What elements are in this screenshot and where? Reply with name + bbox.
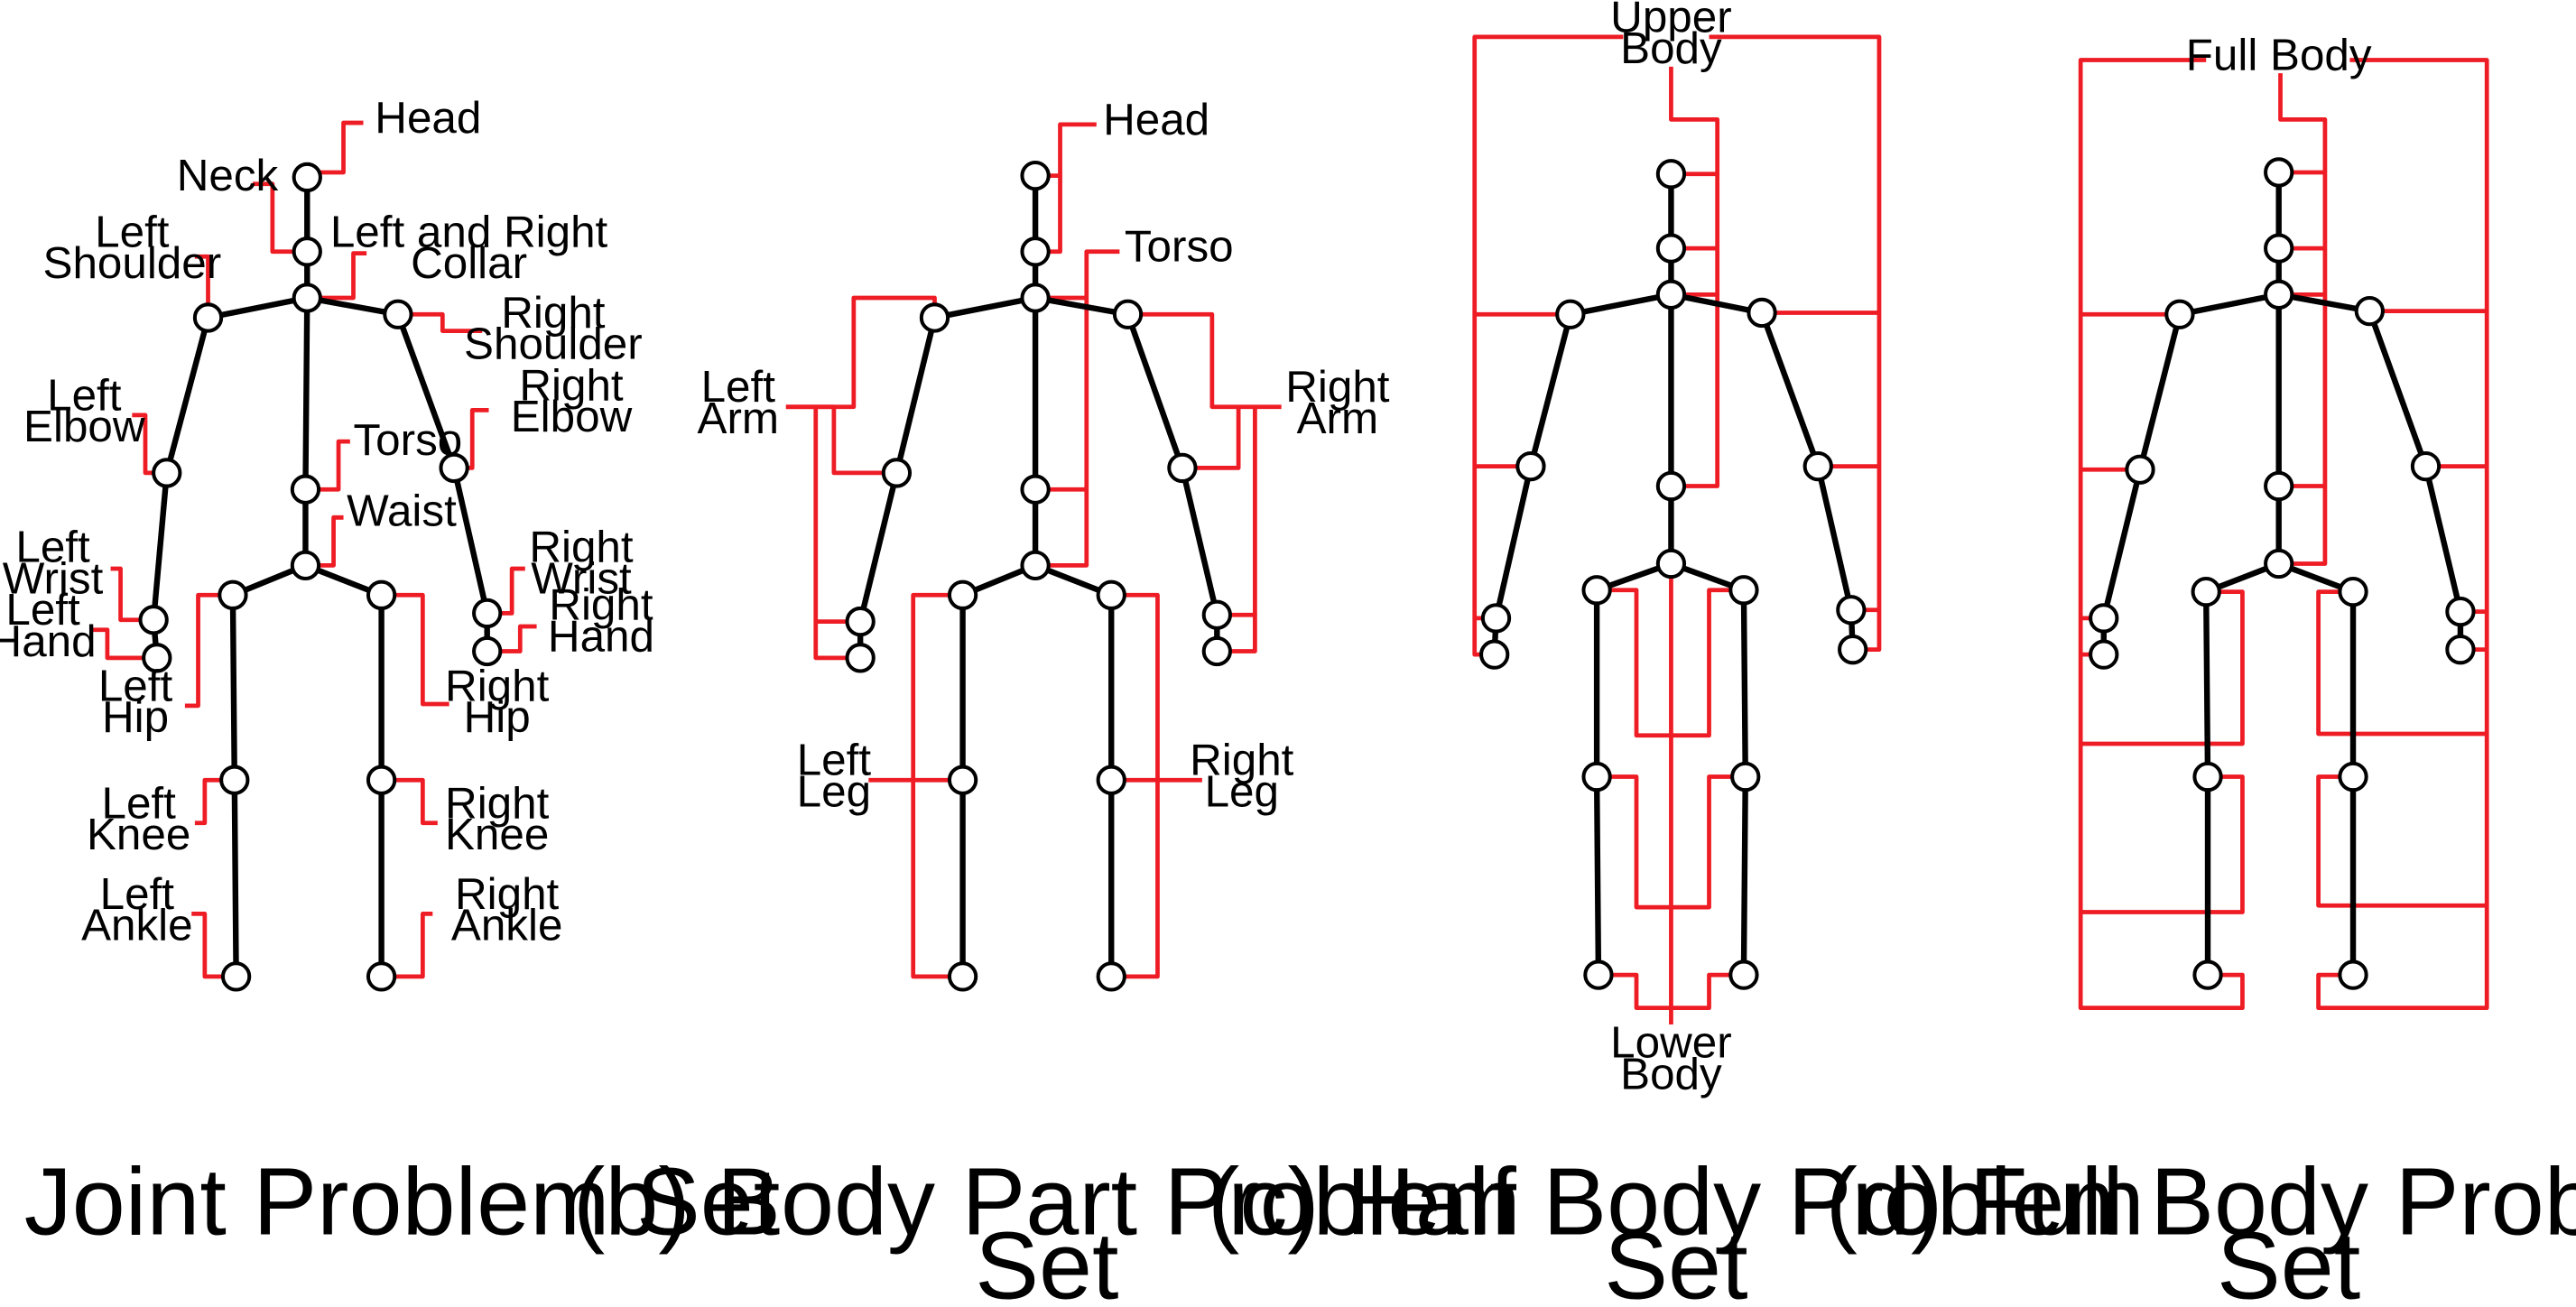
label-waist: Waist <box>347 486 457 535</box>
label-torso: Torso <box>354 415 463 465</box>
caption-a: (a) Joint Problem Set <box>0 1148 780 1255</box>
label-head: Head <box>375 93 481 143</box>
half-body-group-lines <box>1472 34 1882 1024</box>
skeleton-joints <box>2089 157 2476 990</box>
full-body-group-lines <box>2078 58 2489 1011</box>
body-part-group-lines <box>785 122 1282 979</box>
skeleton-joints <box>1479 159 1868 990</box>
label-torso: Torso <box>1125 222 1234 272</box>
label-neck: Neck <box>177 151 279 200</box>
full-body-labels: Full Body <box>2186 31 2372 80</box>
label-full-body: Full Body <box>2186 31 2372 80</box>
skeleton-bones <box>857 172 1220 980</box>
skeleton-joints <box>845 160 1232 992</box>
label-head: Head <box>1103 95 1209 144</box>
skeleton-joints <box>138 162 503 992</box>
